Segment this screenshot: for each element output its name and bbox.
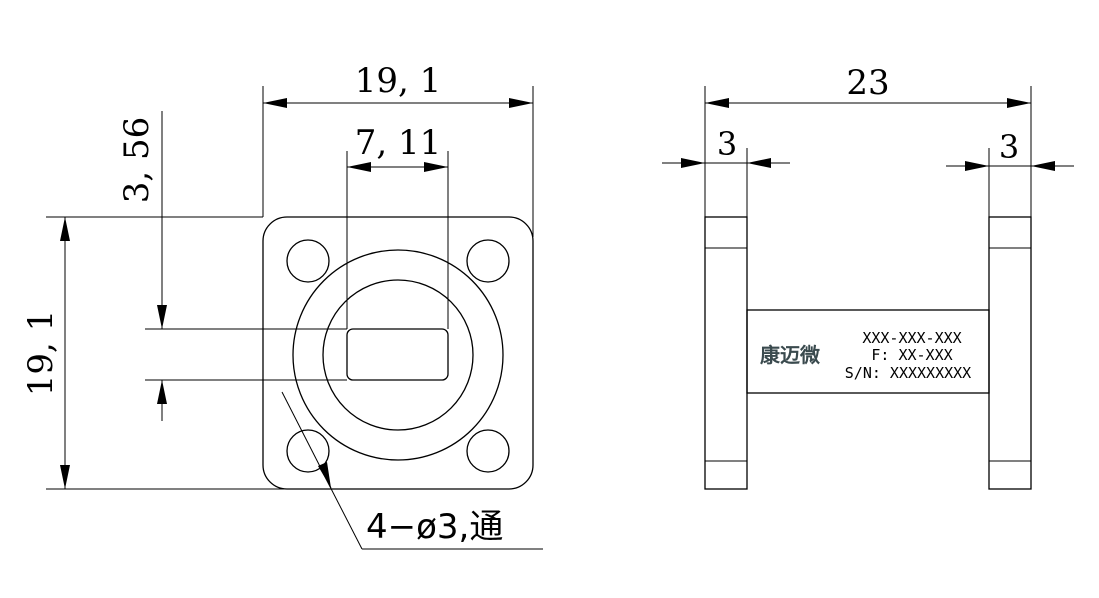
part-number-label: XXX-XXX-XXX (862, 329, 961, 347)
serial-label: S/N: XXXXXXXXX (845, 364, 971, 382)
length-dimension-label: 23 (846, 63, 889, 103)
width-dimension-label: 19, 1 (355, 61, 442, 101)
hole-callout-label: 4−ø3,通 (366, 507, 503, 547)
hole-callout: 4−ø3,通 (281, 391, 543, 550)
front-view: 19, 1 7, 11 3, 56 19, (21, 61, 543, 550)
height-dimension-label: 19, 1 (21, 310, 61, 397)
right-flange-dimension: 3 (946, 128, 1074, 217)
left-flange-dimension: 3 (662, 125, 790, 217)
aperture-width-dimension: 7, 11 (346, 123, 449, 329)
right-flange-dimension-label: 3 (999, 128, 1019, 166)
right-flange (988, 216, 1032, 490)
height-dimension: 19, 1 (21, 216, 285, 490)
brand-label: 康迈微 (760, 343, 820, 367)
side-view: 康迈微 XXX-XXX-XXX F: XX-XXX S/N: XXXXXXXXX… (662, 63, 1074, 490)
outer-ring (292, 249, 504, 461)
mounting-hole-top-right (466, 239, 510, 283)
aperture-height-label: 3, 56 (117, 117, 157, 204)
inner-ring (322, 279, 474, 431)
mounting-hole-top-left (286, 239, 330, 283)
aperture-height-dimension: 3, 56 (117, 111, 347, 421)
width-dimension: 19, 1 (262, 61, 534, 237)
mounting-hole-bottom-right (466, 429, 510, 473)
waveguide-body (746, 309, 990, 394)
mounting-hole-bottom-left (286, 429, 330, 473)
waveguide-aperture (346, 328, 449, 381)
length-dimension: 23 (704, 63, 1032, 217)
frequency-label: F: XX-XXX (871, 346, 952, 364)
left-flange-dimension-label: 3 (717, 125, 737, 163)
left-flange (704, 216, 748, 490)
flange-outline (262, 216, 534, 490)
aperture-width-label: 7, 11 (355, 123, 442, 163)
